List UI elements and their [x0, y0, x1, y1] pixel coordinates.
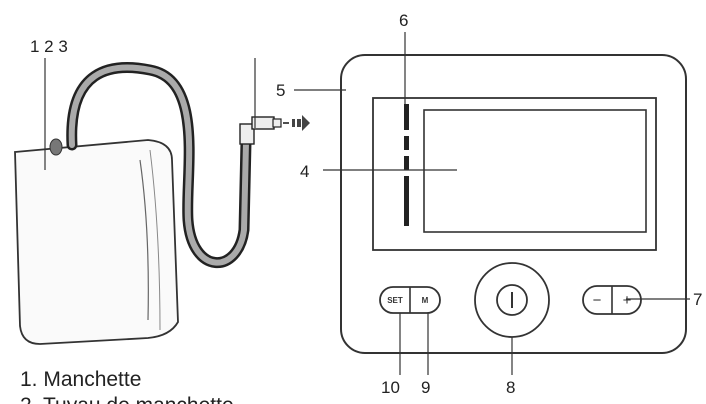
memory-button[interactable]: M: [422, 296, 429, 305]
cuff: [14, 138, 179, 345]
minus-button[interactable]: −: [593, 292, 602, 309]
callout-9: 9: [421, 378, 430, 397]
callout-lines: [44, 32, 690, 375]
display-screen: [423, 109, 647, 233]
arrow-right-icon: [292, 115, 310, 131]
legend-item-1: 1. Manchette: [20, 368, 141, 391]
power-button[interactable]: [474, 262, 550, 338]
callout-10: 10: [381, 378, 400, 397]
minus-plus-button-group: [582, 285, 642, 315]
plus-button[interactable]: +: [623, 292, 632, 309]
tube-connector: [239, 116, 289, 145]
callout-1-2-3: 1 2 3: [30, 37, 68, 56]
callout-5: 5: [276, 81, 285, 100]
indicator-bar: [404, 104, 409, 226]
callout-6: 6: [399, 11, 408, 30]
set-memory-button-group: [379, 286, 441, 314]
callout-4: 4: [300, 162, 309, 181]
callout-8: 8: [506, 378, 515, 397]
legend-item-2: 2. Tuyau de manchette: [20, 394, 234, 404]
callout-7: 7: [693, 290, 702, 309]
set-button[interactable]: SET: [387, 296, 403, 305]
